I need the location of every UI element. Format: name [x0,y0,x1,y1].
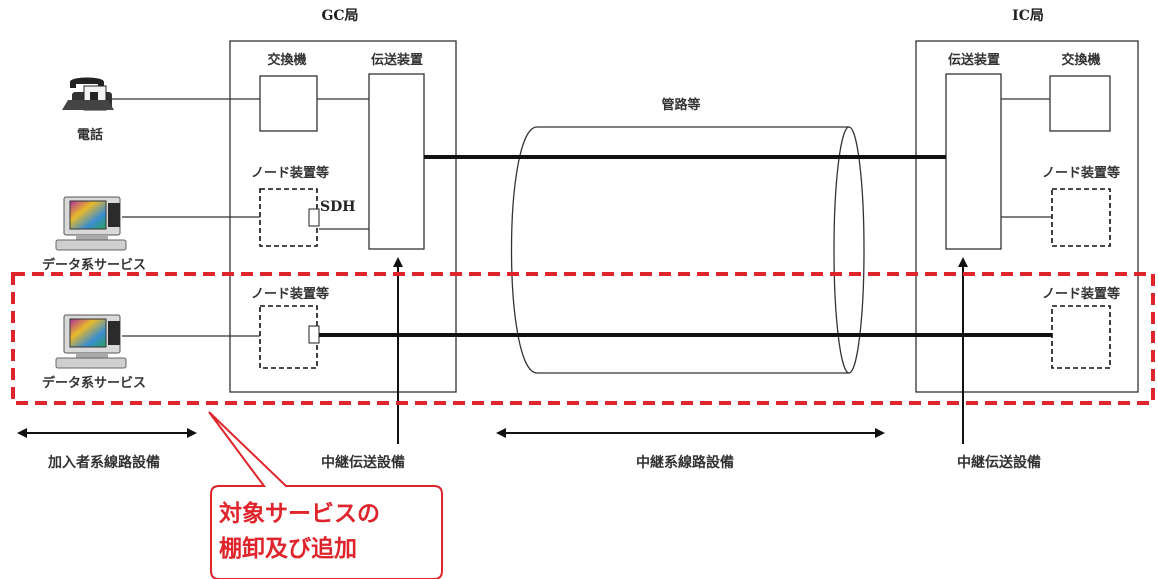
gc-node-lower-port [308,325,320,344]
gc-node-lower-box [259,305,318,369]
ic-transmission-box [945,73,1002,250]
data-service-label-1: データ系サービス [42,257,146,273]
phone-label: 電話 [77,127,103,143]
computer-icon-1 [55,196,127,251]
callout-line-2: 棚卸及び追加 [219,535,357,562]
relay-transmission-label-right: 中継伝送設備 [957,454,1041,471]
gc-exchange-label: 交換機 [267,52,306,68]
sdh-label: SDH [320,199,355,215]
relay-line-label: 中継系線路設備 [636,454,734,471]
ic-station-box [915,40,1139,393]
gc-exchange-box [259,75,318,132]
conduit-cylinder [510,126,865,374]
ic-node-upper-box [1051,188,1111,247]
relay-transmission-label-left: 中継伝送設備 [321,454,405,471]
ic-transmission-label: 伝送装置 [948,52,1000,68]
callout-line-1: 対象サービスの [219,500,380,527]
gc-node-upper-port [308,208,320,227]
ic-node-upper-label: ノード装置等 [1042,165,1120,181]
gc-node-upper-box [259,188,318,247]
ic-exchange-label: 交換機 [1061,52,1100,68]
ic-station-title: IC局 [1012,8,1044,24]
conduit-label: 管路等 [661,97,700,113]
telephone-icon [62,77,114,111]
target-service-highlight [11,272,1155,405]
gc-node-upper-label: ノード装置等 [251,165,329,181]
ic-node-lower-box [1051,305,1111,369]
computer-icon-2 [55,314,127,369]
data-service-label-2: データ系サービス [42,375,146,391]
gc-transmission-box [368,73,425,250]
ic-node-lower-label: ノード装置等 [1042,286,1120,302]
gc-node-lower-label: ノード装置等 [251,286,329,302]
ic-exchange-box [1049,75,1111,132]
gc-station-title: GC局 [321,8,358,24]
subscriber-line-label: 加入者系線路設備 [47,454,160,471]
gc-transmission-label: 伝送装置 [371,52,423,68]
